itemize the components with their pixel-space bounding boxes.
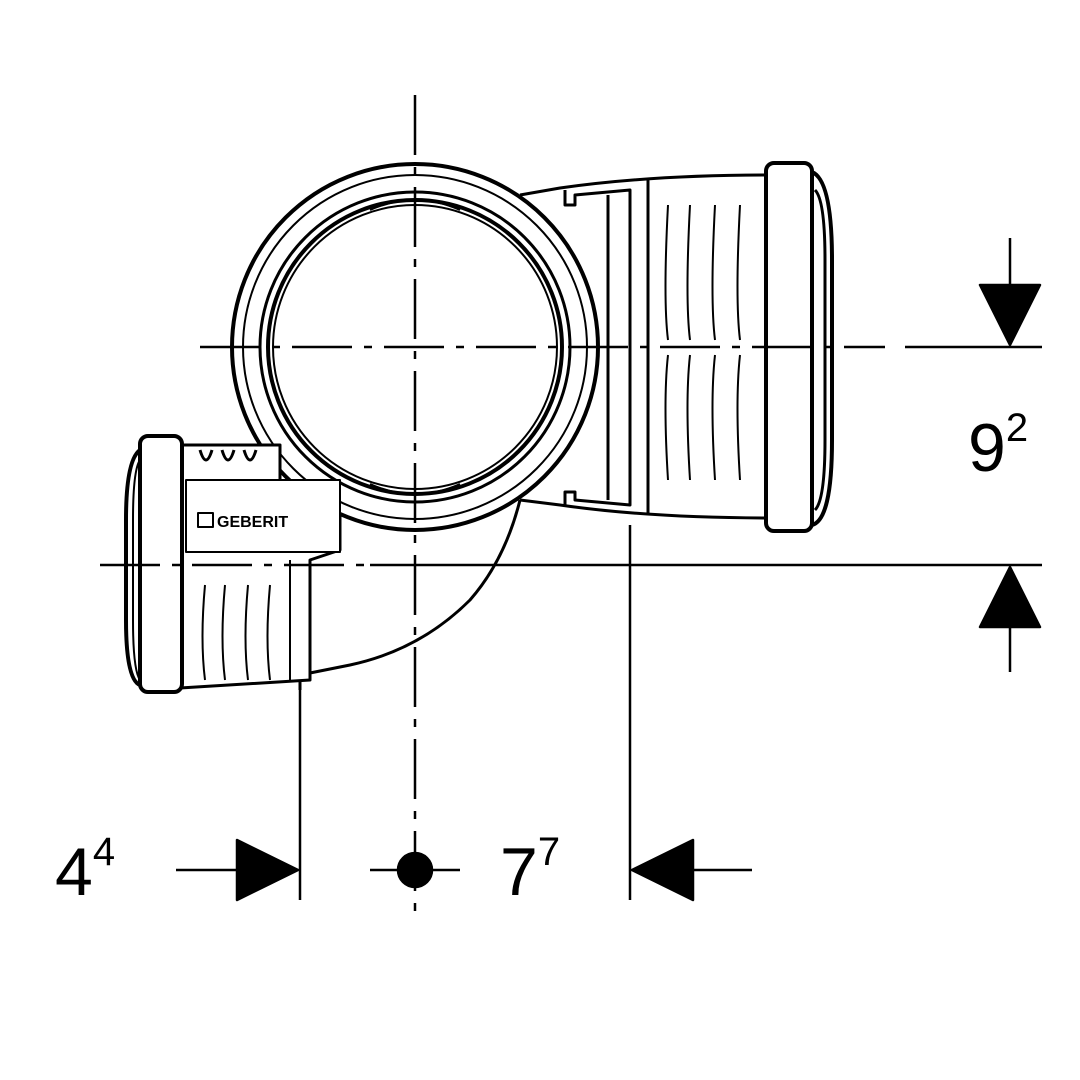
dimension-markers	[176, 238, 1042, 902]
arrow-right-icon	[235, 838, 300, 902]
arrow-up-icon	[978, 565, 1042, 629]
arrow-left-icon	[630, 838, 695, 902]
svg-text:GEBERIT: GEBERIT	[217, 514, 288, 531]
dimension-left-offset: 44	[55, 830, 116, 910]
center-lines	[100, 95, 1042, 915]
geberit-logo: GEBERIT	[197, 512, 288, 531]
dimension-right-offset: 77	[500, 830, 561, 910]
left-pipe: GEBERIT	[124, 434, 342, 694]
center-dot-icon	[396, 851, 434, 889]
dimension-vertical-offset: 92	[968, 406, 1029, 486]
arrow-down-icon	[978, 283, 1042, 347]
